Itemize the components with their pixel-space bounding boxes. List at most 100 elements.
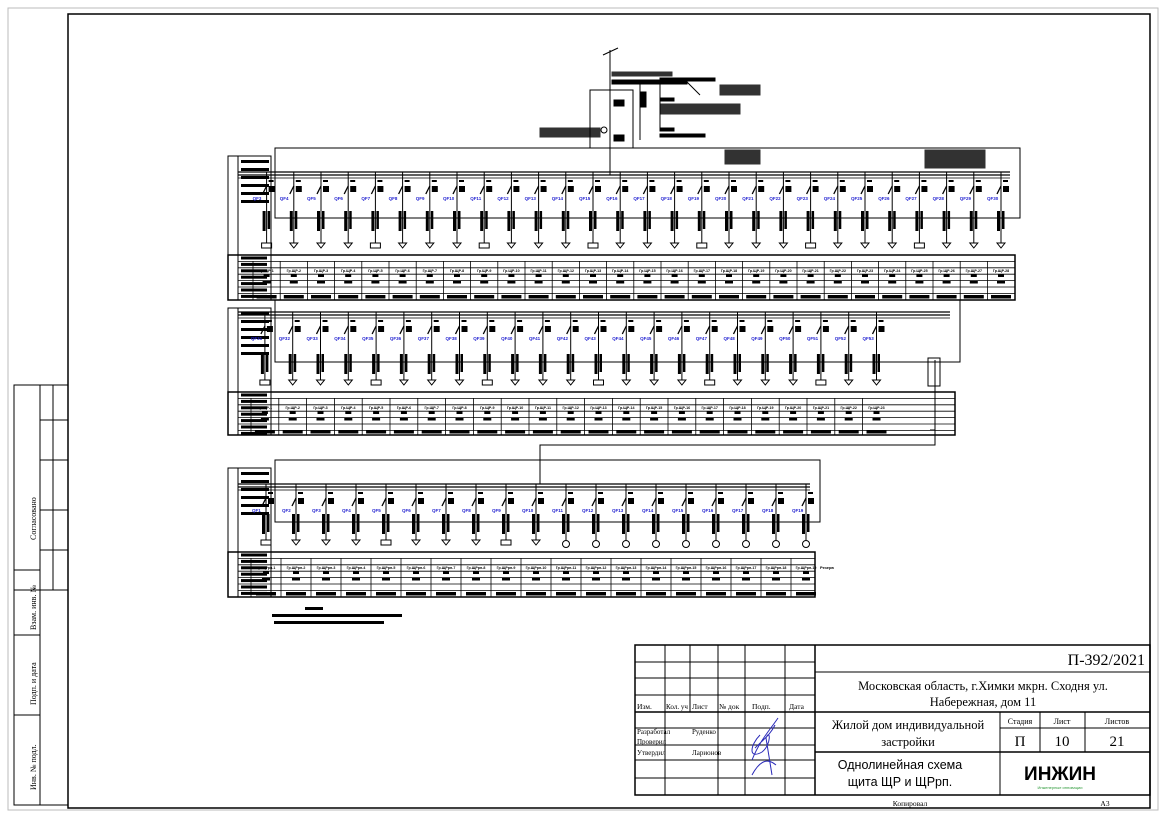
cable-spec-text [352, 514, 355, 534]
lamp-load-symbol [682, 540, 690, 548]
breaker-rating-text [795, 326, 802, 332]
current-value [725, 281, 733, 284]
power-value [970, 274, 977, 277]
breaker-symbol [697, 185, 703, 195]
breaker-symbol [771, 497, 777, 507]
breaker-symbol [649, 325, 655, 335]
group-name: Гр.ЩРрп-2 [287, 566, 306, 570]
group-name: Гр.ЩР-20 [785, 406, 801, 410]
consumer-description [727, 430, 748, 434]
qf-label: QF12 [497, 196, 509, 201]
socket-load-symbol [732, 379, 743, 386]
power-value [862, 274, 868, 277]
socket-load-symbol [887, 242, 898, 249]
breaker-symbol [534, 185, 540, 195]
cable-spec-text [725, 211, 728, 231]
current-value [344, 281, 353, 284]
signature [751, 717, 779, 776]
load-box-symbol [370, 379, 382, 386]
breaker-symbol [291, 497, 297, 507]
breaker-symbol [315, 325, 322, 335]
group-name: Гр.ЩРрп-11 [556, 566, 577, 570]
cable-spec-text [779, 211, 783, 231]
power-value [726, 274, 732, 277]
breaker-rating-text [538, 498, 544, 504]
header-label-text [241, 256, 267, 260]
current-value [472, 578, 480, 581]
group-name: Гр.ЩР-4 [341, 406, 355, 410]
address-line1: Московская область, г.Химки мкрн. Сходня… [858, 679, 1108, 693]
current-value [682, 578, 690, 581]
breaker-symbol [670, 185, 676, 195]
group-name: Гр.ЩР-20 [775, 269, 791, 273]
breaker-rating-text [948, 186, 955, 192]
group-name: Гр.ЩР-17 [694, 269, 710, 273]
group-name: Гр.ЩР-8 [450, 269, 464, 273]
qf-label: QF5 [372, 508, 381, 513]
breaker-symbol [724, 185, 730, 195]
header-label-text [241, 504, 269, 507]
consumer-description [477, 430, 498, 434]
current-value [997, 281, 1005, 284]
qf-label: QF27 [905, 196, 917, 201]
group-name: Гр.ЩРрп-5 [377, 566, 396, 570]
current-value [344, 418, 353, 421]
current-value [322, 578, 330, 581]
group-name: Гр.ЩР-21 [813, 406, 829, 410]
breaker-symbol [816, 325, 822, 335]
power-value [595, 411, 602, 414]
cable-spec-text [288, 354, 292, 374]
qf-label: QF5 [307, 196, 316, 201]
side-stamp: Согласовано Взам. инв. № Подп. и дата Ин… [13, 384, 69, 806]
qf-label: QF9 [492, 508, 501, 513]
group-name: Гр.ЩР-15 [639, 269, 655, 273]
consumer-description [316, 592, 336, 596]
current-value [260, 418, 269, 421]
socket-load-symbol [287, 379, 298, 386]
socket-load-symbol [410, 539, 422, 546]
load-box-symbol [259, 379, 271, 386]
sheets-value: 21 [1110, 734, 1125, 750]
stage-label: Стадия [1008, 717, 1033, 726]
cable-spec-text [622, 354, 626, 374]
breaker-rating-text [622, 186, 629, 192]
breaker-symbol [561, 497, 567, 507]
lamp-load-symbol [622, 540, 630, 548]
breaker-symbol [887, 185, 893, 195]
current-value [480, 281, 489, 284]
socket-load-symbol [320, 539, 332, 546]
socket-load-symbol [560, 242, 571, 249]
group-name: Гр.ЩРрп-15 [676, 566, 697, 570]
cable-spec-text [677, 354, 681, 374]
lamp-load-symbol [802, 540, 810, 548]
breaker-rating-text [448, 498, 454, 504]
consumer-description [671, 430, 692, 434]
current-value [427, 418, 436, 421]
consumer-description [755, 430, 776, 434]
header-label-text [241, 412, 267, 416]
power-value [323, 571, 329, 574]
group-name: Гр.ЩР-14 [618, 406, 634, 410]
breaker-rating-text [433, 326, 440, 332]
panel-1: QF3Гр.ЩР-1QF4Гр.ЩР-2QF5Гр.ЩР-3QF6Гр.ЩР-4… [227, 147, 1021, 301]
power-value [803, 571, 809, 574]
qf-label: QF19 [688, 196, 700, 201]
power-value [318, 274, 324, 277]
breaker-rating-text [688, 498, 694, 504]
power-value [698, 274, 705, 277]
consumer-description [838, 430, 859, 434]
qf-label: QF43 [585, 336, 597, 341]
